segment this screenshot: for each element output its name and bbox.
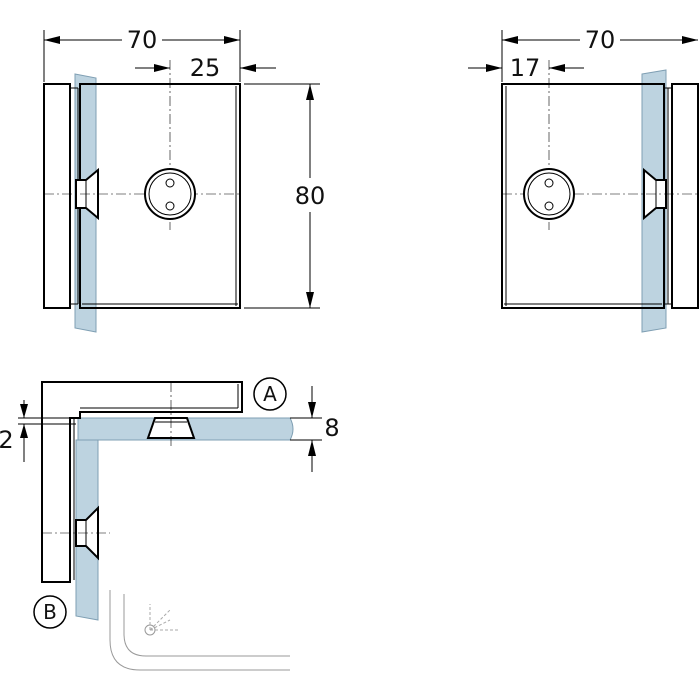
bracket-back-plate (43, 83, 71, 309)
callout-a: A (253, 377, 287, 411)
top-view: A B 8 2 (0, 377, 340, 671)
dim-front-width: 70 (43, 26, 241, 82)
screw-cap-right (523, 168, 575, 220)
dim-label-glass-thickness: 8 (324, 414, 339, 442)
dim-label-right-hole-offset: 17 (510, 54, 541, 82)
dim-label-front-height: 80 (295, 182, 326, 210)
dim-right-hole-offset: 17 (468, 54, 584, 82)
screw-cap-left (144, 168, 196, 220)
dim-front-hole-offset: 25 (135, 54, 276, 82)
front-view-left: 70 25 80 (43, 26, 326, 333)
bracket-l-profile (41, 381, 243, 583)
callout-a-label: A (263, 382, 277, 406)
callout-b: B (33, 595, 67, 629)
dim-label-front-hole-offset: 25 (190, 54, 221, 82)
dim-label-right-width: 70 (585, 26, 616, 54)
dim-label-front-width: 70 (127, 26, 158, 54)
bracket-back-plate-right (671, 83, 699, 309)
dim-glass-thickness: 8 (290, 386, 340, 472)
front-view-right: 70 17 (468, 26, 699, 333)
callout-b-label: B (43, 600, 57, 624)
shower-tray-sketch (109, 590, 290, 671)
dim-front-height: 80 (244, 83, 326, 309)
dim-gap: 2 (0, 400, 76, 462)
dim-right-width: 70 (501, 26, 698, 82)
dim-label-gap: 2 (0, 426, 14, 454)
